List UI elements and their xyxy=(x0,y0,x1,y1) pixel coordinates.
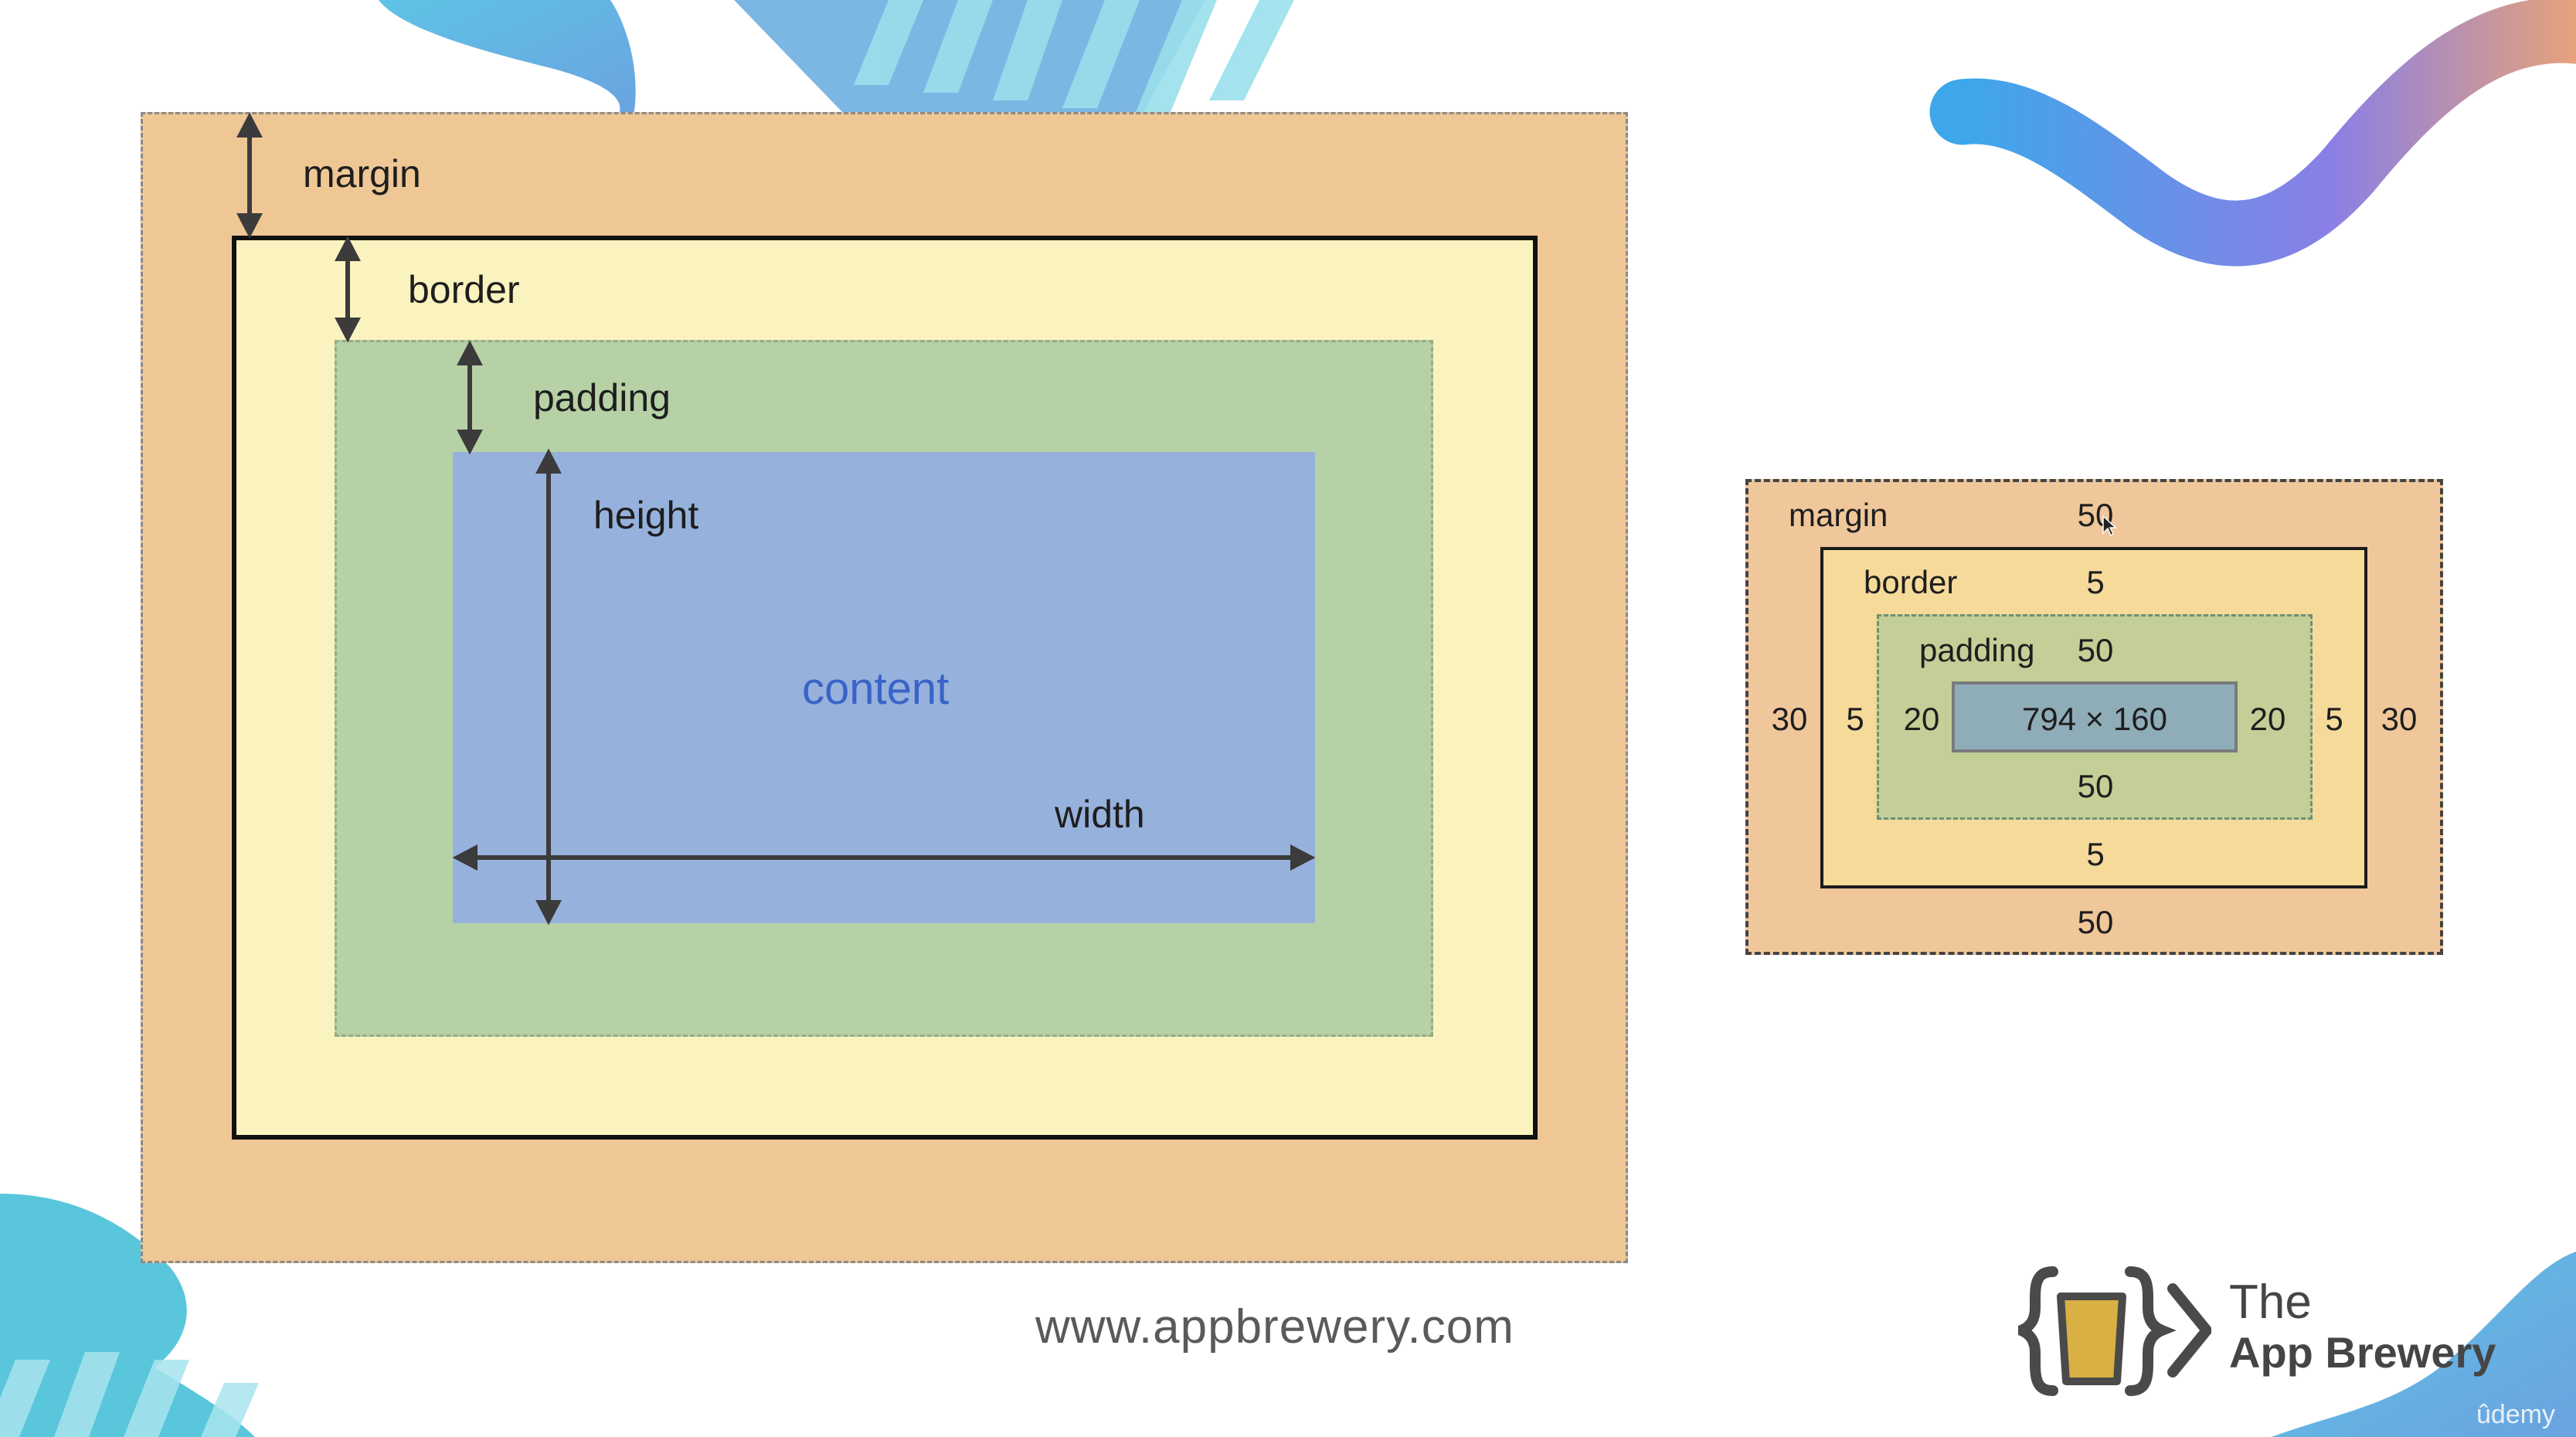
udemy-watermark: ûdemy xyxy=(2476,1400,2556,1429)
bottom-right-blob xyxy=(2272,1252,2576,1437)
border-left-value: 5 xyxy=(1846,701,1864,737)
brand-name-line2: App Brewery xyxy=(2229,1328,2496,1377)
content-size-value: 794 × 160 xyxy=(2021,701,2168,737)
computed-padding-label: padding xyxy=(1919,632,2035,668)
margin-label: margin xyxy=(303,152,421,195)
top-stripes xyxy=(854,0,1294,112)
app-brewery-logo-icon xyxy=(2018,1266,2211,1396)
brand-name-line1: The xyxy=(2229,1276,2312,1329)
mouse-cursor-icon xyxy=(2102,515,2117,537)
bottom-left-stripes xyxy=(0,1352,259,1437)
padding-right-value: 20 xyxy=(2249,701,2286,737)
content-label: content xyxy=(802,664,950,714)
width-label: width xyxy=(1055,793,1145,836)
margin-bottom-value: 50 xyxy=(2077,904,2114,940)
bottom-left-blob xyxy=(0,1194,255,1437)
computed-content-box xyxy=(1952,681,2238,752)
border-bottom-value: 5 xyxy=(2086,836,2105,872)
padding-bottom-value: 50 xyxy=(2077,768,2114,804)
padding-top-value: 50 xyxy=(2077,632,2114,668)
border-label: border xyxy=(408,268,520,311)
margin-right-value: 30 xyxy=(2381,701,2418,737)
computed-margin-label: margin xyxy=(1789,497,1888,533)
padding-left-value: 20 xyxy=(1903,701,1940,737)
swirl-shape xyxy=(1929,0,2576,267)
top-blob-shape xyxy=(379,0,636,116)
border-right-value: 5 xyxy=(2325,701,2343,737)
content-area xyxy=(453,452,1315,923)
height-label: height xyxy=(593,494,699,537)
border-top-value: 5 xyxy=(2086,564,2105,600)
padding-label: padding xyxy=(533,376,671,420)
margin-left-value: 30 xyxy=(1771,701,1808,737)
website-url[interactable]: www.appbrewery.com xyxy=(1035,1300,1514,1354)
computed-border-label: border xyxy=(1864,564,1958,600)
